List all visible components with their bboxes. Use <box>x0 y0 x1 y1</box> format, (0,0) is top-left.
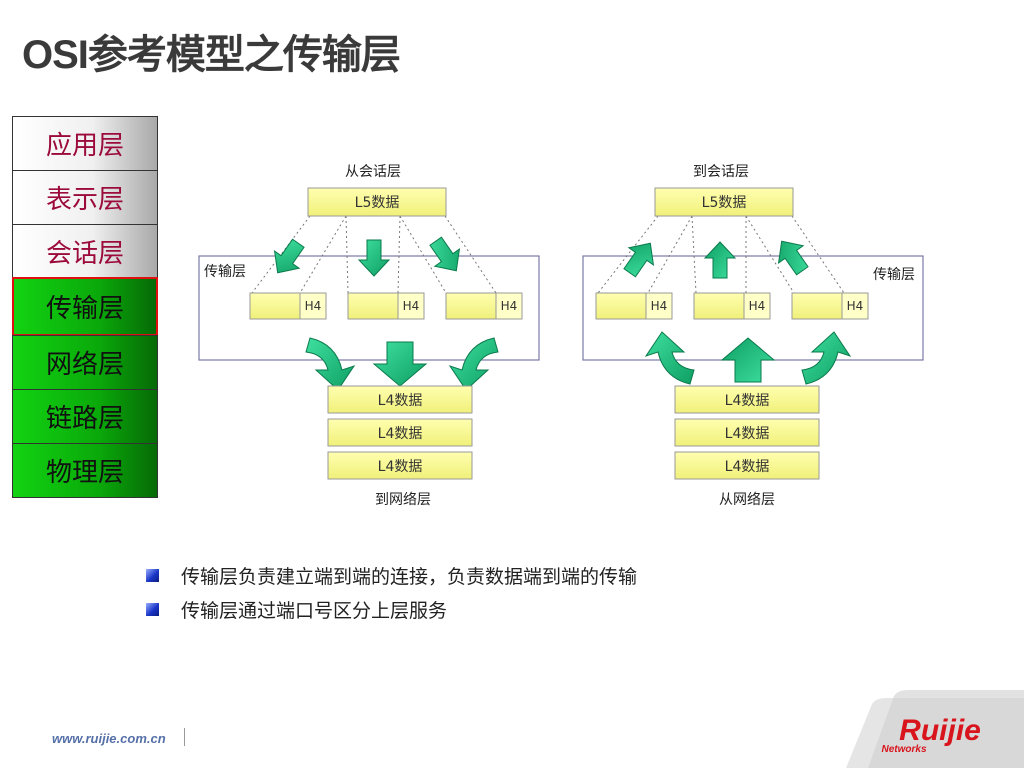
right-l5-box <box>654 187 794 217</box>
right-network-label: 从网络层 <box>719 492 775 508</box>
logo-subtext: Networks <box>881 744 926 755</box>
osi-layer-physical: 物理层 <box>12 443 158 498</box>
left-session-label: 从会话层 <box>345 164 401 180</box>
bullet-item: 传输层负责建立端到端的连接，负责数据端到端的传输 <box>146 558 637 592</box>
right-h4-2: H4 <box>749 299 766 313</box>
left-l4-label-2: L4数据 <box>378 426 423 442</box>
right-transport-label: 传输层 <box>873 267 915 283</box>
transport-diagram: 从会话层 传输层 L5数据 H4 H4 H4 <box>198 164 924 508</box>
osi-layer-datalink: 链路层 <box>12 389 158 444</box>
right-l4-label-1: L4数据 <box>725 393 770 409</box>
left-h4-1: H4 <box>305 299 322 313</box>
square-bullet-icon <box>146 602 159 616</box>
osi-layer-stack: 应用层 表示层 会话层 传输层 网络层 链路层 物理层 <box>12 116 158 498</box>
square-bullet-icon <box>146 568 159 582</box>
right-arrow-up-1 <box>616 234 664 282</box>
bullet-list: 传输层负责建立端到端的连接，负责数据端到端的传输 传输层通过端口号区分上层服务 <box>146 558 637 626</box>
osi-layer-presentation: 表示层 <box>12 170 158 225</box>
left-l5-box <box>307 187 447 217</box>
right-l4-label-2: L4数据 <box>725 426 770 442</box>
left-l5-label: L5数据 <box>355 195 400 211</box>
right-l4-label-3: L4数据 <box>725 459 770 475</box>
left-l4-stack: L4数据 L4数据 L4数据 <box>327 385 473 480</box>
bullet-item: 传输层通过端口号区分上层服务 <box>146 592 637 626</box>
left-arrow-down-1 <box>264 234 312 282</box>
left-h4-3: H4 <box>501 299 518 313</box>
left-arrow-big <box>373 341 427 387</box>
left-encapsulation: 从会话层 传输层 L5数据 H4 H4 H4 <box>198 164 540 508</box>
right-arrow-big <box>721 337 775 383</box>
left-network-label: 到网络层 <box>375 492 431 508</box>
right-session-label: 到会话层 <box>693 164 749 180</box>
right-curved-arrow-2 <box>801 331 852 385</box>
left-segments: H4 H4 H4 <box>249 292 523 320</box>
right-segments: H4 H4 H4 <box>595 292 869 320</box>
right-l4-stack: L4数据 L4数据 L4数据 <box>674 385 820 480</box>
right-decapsulation: 到会话层 传输层 L5数据 H4 H4 H4 L4数据 <box>582 164 924 508</box>
left-curved-arrow-2 <box>448 337 499 391</box>
right-l5-label: L5数据 <box>702 195 747 211</box>
left-l4-label-3: L4数据 <box>378 459 423 475</box>
osi-layer-session: 会话层 <box>12 224 158 279</box>
left-arrow-down-2 <box>358 239 390 277</box>
footer-url[interactable]: www.ruijie.com.cn <box>52 731 166 746</box>
left-h4-2: H4 <box>403 299 420 313</box>
logo-text: Ruijie <box>899 714 981 747</box>
right-curved-arrow-1 <box>644 331 695 385</box>
osi-layer-network: 网络层 <box>12 335 158 390</box>
ruijie-logo: Ruijie Networks <box>846 690 1024 768</box>
osi-layer-transport: 传输层 <box>12 277 158 336</box>
right-arrow-up-2 <box>704 241 736 279</box>
left-l4-label-1: L4数据 <box>378 393 423 409</box>
left-curved-arrow-1 <box>305 337 356 391</box>
osi-layer-application: 应用层 <box>12 116 158 171</box>
page-title: OSI参考模型之传输层 <box>22 32 401 78</box>
left-transport-label: 传输层 <box>204 264 246 280</box>
right-h4-3: H4 <box>847 299 864 313</box>
right-h4-1: H4 <box>651 299 668 313</box>
footer-divider <box>184 728 185 746</box>
